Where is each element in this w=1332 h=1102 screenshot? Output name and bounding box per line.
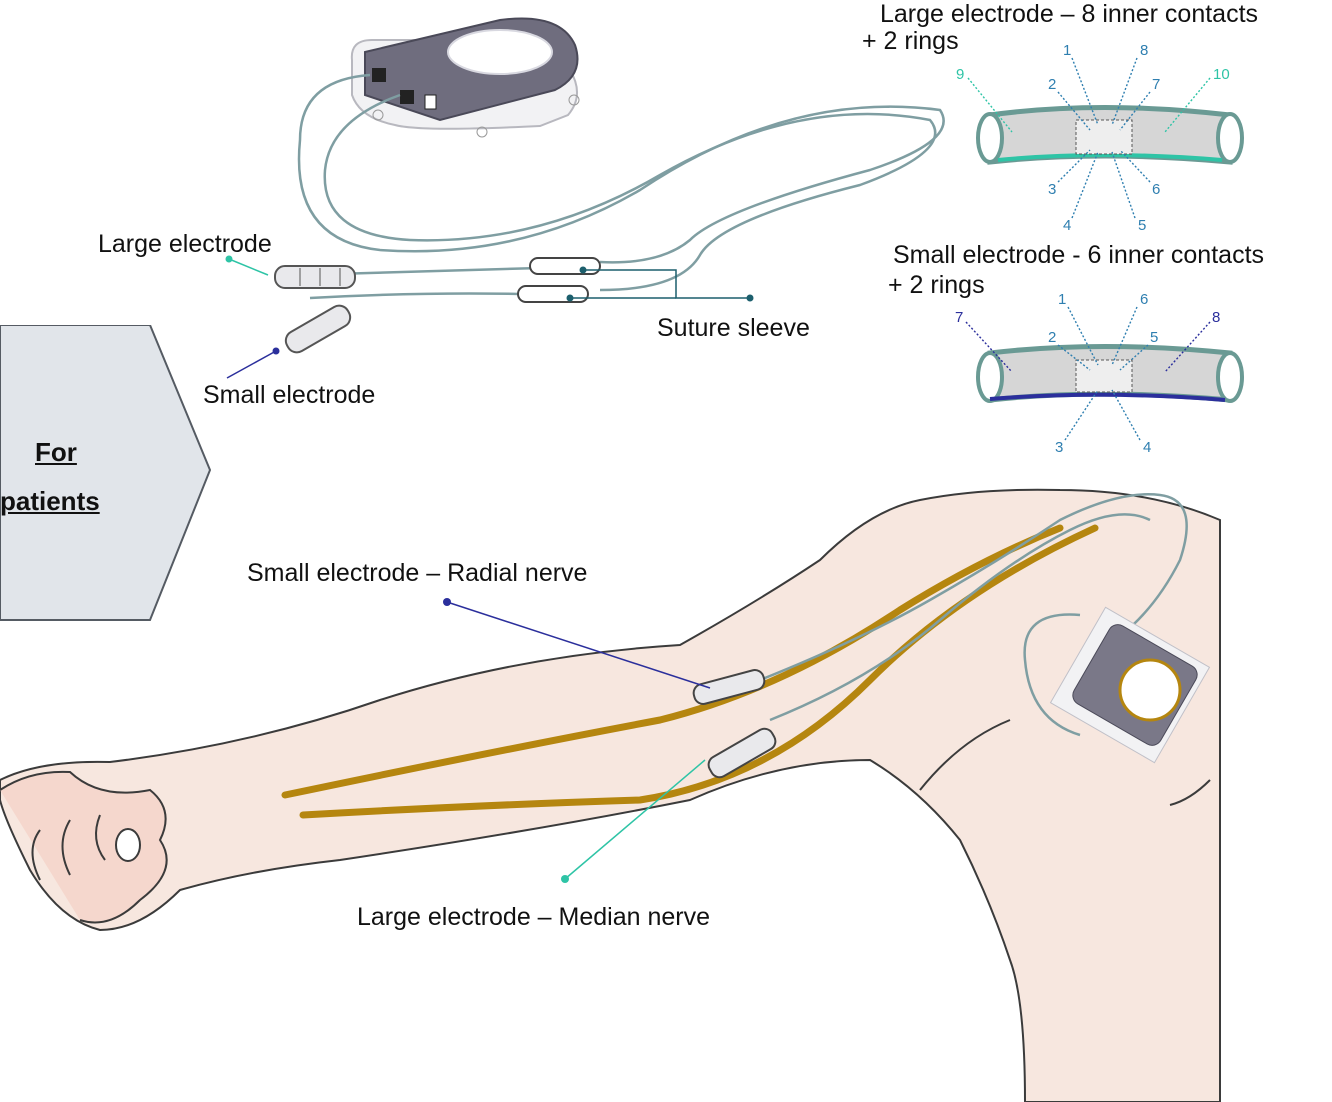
suture-sleeves <box>518 258 600 302</box>
large-contact-9: 9 <box>956 67 964 82</box>
large-contact-10: 10 <box>1213 67 1230 82</box>
label-radial-nerve: Small electrode – Radial nerve <box>247 561 587 586</box>
small-contact-leader-3 <box>1065 390 1098 440</box>
large-contact-7: 7 <box>1152 77 1160 92</box>
small-contact-leader-4 <box>1112 390 1140 440</box>
small-contact-8: 8 <box>1212 310 1220 325</box>
small-electrode-detail <box>978 347 1242 402</box>
small-contact-7: 7 <box>955 310 963 325</box>
label-suture-sleeve: Suture sleeve <box>657 316 810 341</box>
label-large-electrode: Large electrode <box>98 232 272 257</box>
small-contact-5: 5 <box>1150 330 1158 345</box>
large-contact-4: 4 <box>1063 218 1071 233</box>
large-contact-3: 3 <box>1048 182 1056 197</box>
implant-device <box>352 18 579 137</box>
large-contact-8: 8 <box>1140 43 1148 58</box>
arm-and-torso <box>0 490 1220 1102</box>
small-contact-6: 6 <box>1140 292 1148 307</box>
large-contact-2: 2 <box>1048 77 1056 92</box>
label-large-detail-line1: Large electrode – 8 inner contacts <box>880 2 1258 27</box>
large-contact-6: 6 <box>1152 182 1160 197</box>
large-contact-5: 5 <box>1138 218 1146 233</box>
small-contact-3: 3 <box>1055 440 1063 455</box>
small-electrode-cuff-top <box>282 302 354 356</box>
large-contact-leader-4 <box>1072 152 1098 218</box>
small-contact-4: 4 <box>1143 440 1151 455</box>
large-electrode-detail <box>978 108 1242 163</box>
label-median-nerve: Large electrode – Median nerve <box>357 905 710 930</box>
label-small-electrode: Small electrode <box>203 383 375 408</box>
small-contact-2: 2 <box>1048 330 1056 345</box>
large-electrode-cuff-top <box>275 266 355 288</box>
label-large-detail-line2: + 2 rings <box>862 29 959 54</box>
label-small-detail-line2: + 2 rings <box>888 273 985 298</box>
small-contact-1: 1 <box>1058 292 1066 307</box>
label-small-detail-line1: Small electrode - 6 inner contacts <box>893 243 1264 268</box>
large-contact-leader-5 <box>1112 152 1135 218</box>
large-contact-1: 1 <box>1063 43 1071 58</box>
